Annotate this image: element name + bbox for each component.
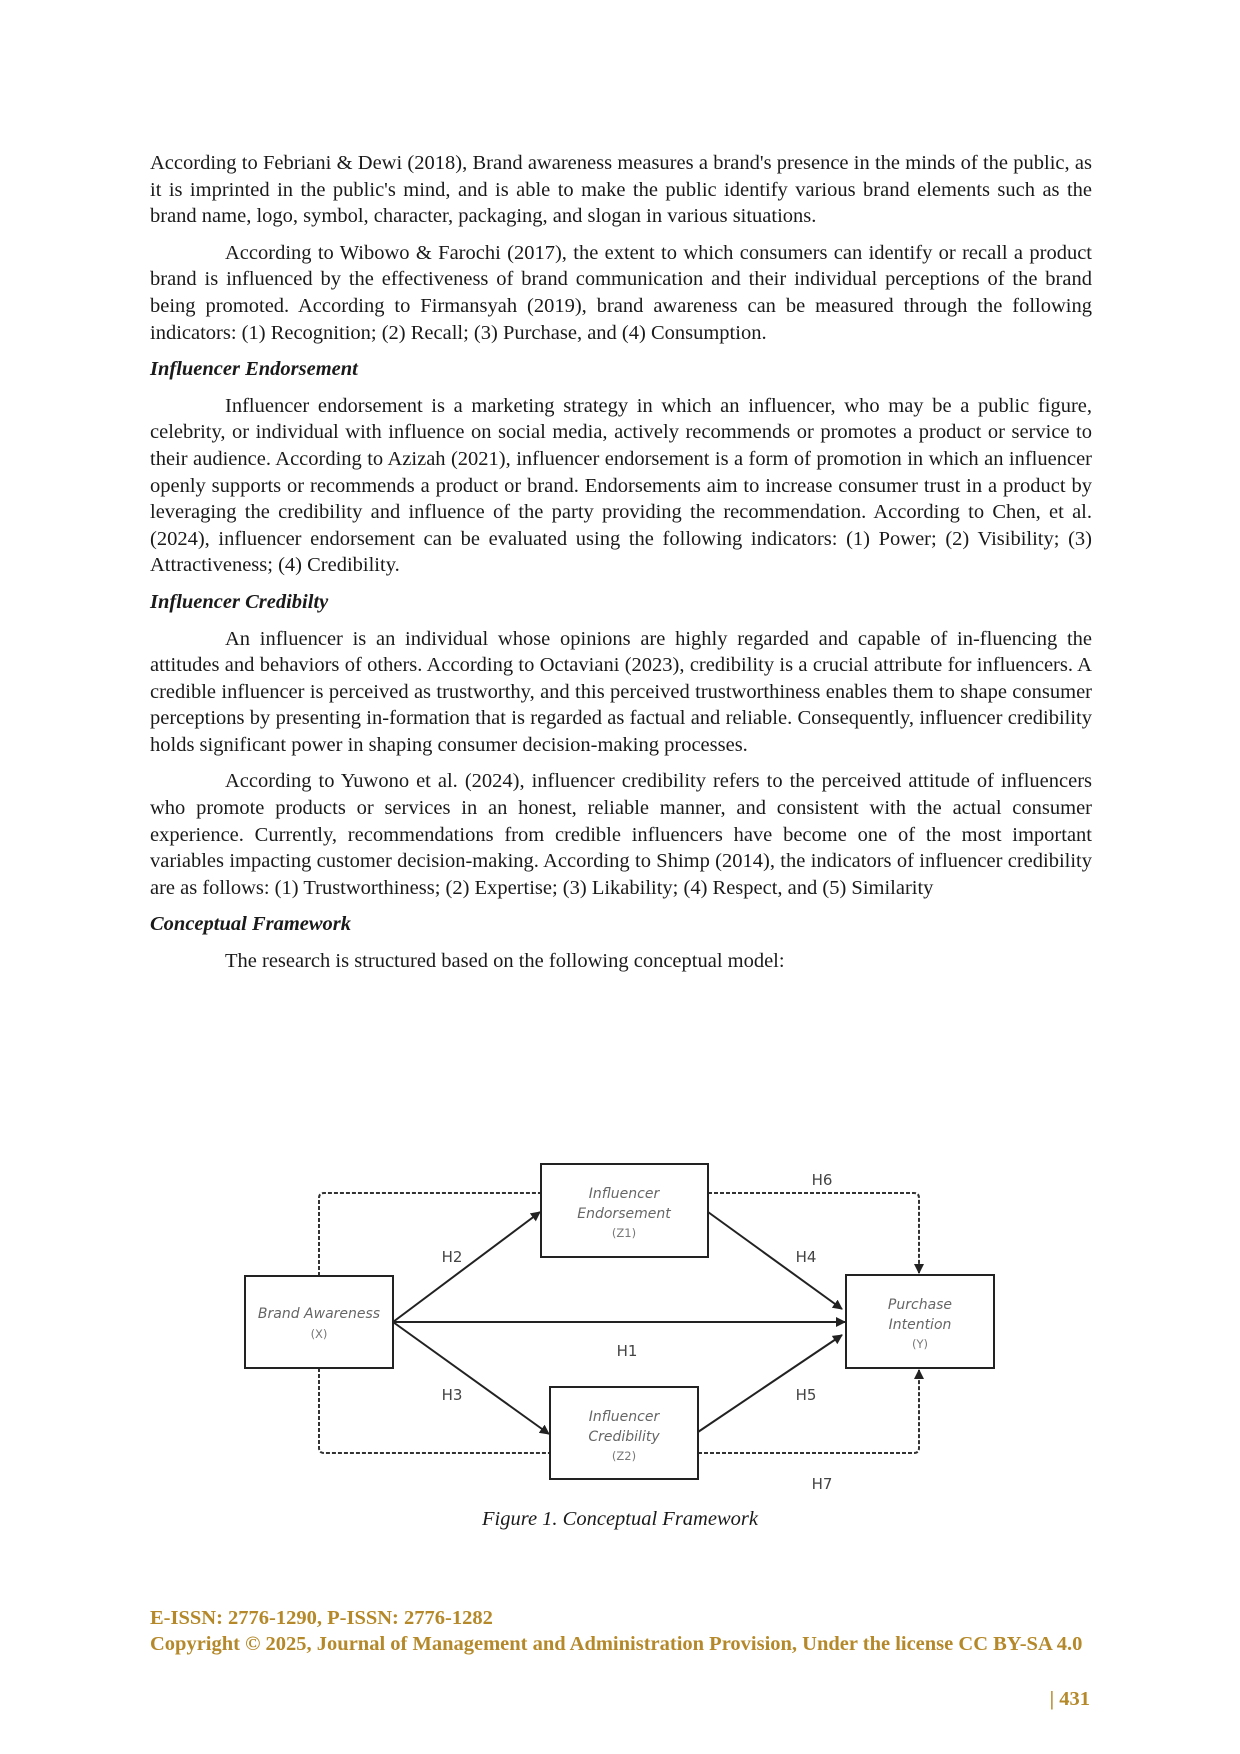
node-z1-label-2: Endorsement: [577, 1206, 671, 1222]
paragraph-brand-awareness-indicators: According to Wibowo & Farochi (2017), th…: [150, 241, 1092, 344]
figure-caption: Figure 1. Conceptual Framework: [482, 1508, 758, 1530]
arrow-h4: [707, 1211, 843, 1310]
dashed-path-h6: [318, 1192, 924, 1276]
label-h7: H7: [812, 1475, 833, 1490]
page-footer: E-ISSN: 2776-1290, P-ISSN: 2776-1282 Cop…: [150, 1605, 1092, 1657]
node-brand-awareness: [244, 1275, 394, 1369]
node-y-code: (Y): [912, 1337, 928, 1351]
node-z2-label-2: Credibility: [588, 1429, 660, 1445]
node-z2-label-1: Influencer: [589, 1409, 661, 1425]
arrow-h2: [392, 1211, 541, 1323]
paragraph-influencer-endorsement: Influencer endorsement is a marketing st…: [150, 394, 1092, 577]
heading-influencer-credibility: Influencer Credibilty: [150, 590, 329, 613]
footer-issn: E-ISSN: 2776-1290, P-ISSN: 2776-1282: [150, 1607, 493, 1629]
paragraph-brand-awareness-definition: According to Febriani & Dewi (2018), Bra…: [150, 152, 1092, 228]
node-influencer-credibility: [549, 1386, 699, 1480]
conceptual-framework-diagram: Brand Awareness (X) Influencer Endorseme…: [230, 1150, 1010, 1490]
node-y-label-2: Intention: [889, 1317, 952, 1333]
node-z2-code: (Z2): [612, 1449, 636, 1463]
label-h4: H4: [796, 1248, 817, 1266]
footer-copyright: Copyright © 2025, Journal of Management …: [150, 1633, 1083, 1655]
arrow-h5: [697, 1334, 843, 1433]
node-z1-label-1: Influencer: [589, 1186, 661, 1202]
label-h3: H3: [442, 1386, 463, 1404]
heading-conceptual-framework: Conceptual Framework: [150, 913, 352, 936]
node-x-label: Brand Awareness: [258, 1306, 380, 1322]
node-y-label-1: Purchase: [888, 1297, 952, 1313]
node-purchase-intention: [845, 1274, 995, 1369]
paragraph-influencer-credibility-1: An influencer is an individual whose opi…: [150, 627, 1092, 756]
paragraph-influencer-credibility-2: According to Yuwono et al. (2024), influ…: [150, 770, 1092, 899]
label-h1: H1: [617, 1342, 638, 1360]
node-z1-code: (Z1): [612, 1226, 636, 1240]
page-body: According to Febriani & Dewi (2018), Bra…: [150, 150, 1092, 985]
label-h2: H2: [442, 1248, 463, 1266]
dashed-path-h7: [318, 1368, 924, 1454]
label-h5: H5: [796, 1386, 817, 1404]
node-influencer-endorsement: [540, 1163, 709, 1258]
arrow-h3: [392, 1321, 550, 1435]
heading-influencer-endorsement: Influencer Endorsement: [150, 358, 358, 381]
label-h6: H6: [812, 1171, 833, 1189]
page-number: | 431: [1049, 1688, 1090, 1710]
node-x-code: (X): [311, 1327, 328, 1341]
paragraph-framework-intro: The research is structured based on the …: [225, 950, 785, 973]
